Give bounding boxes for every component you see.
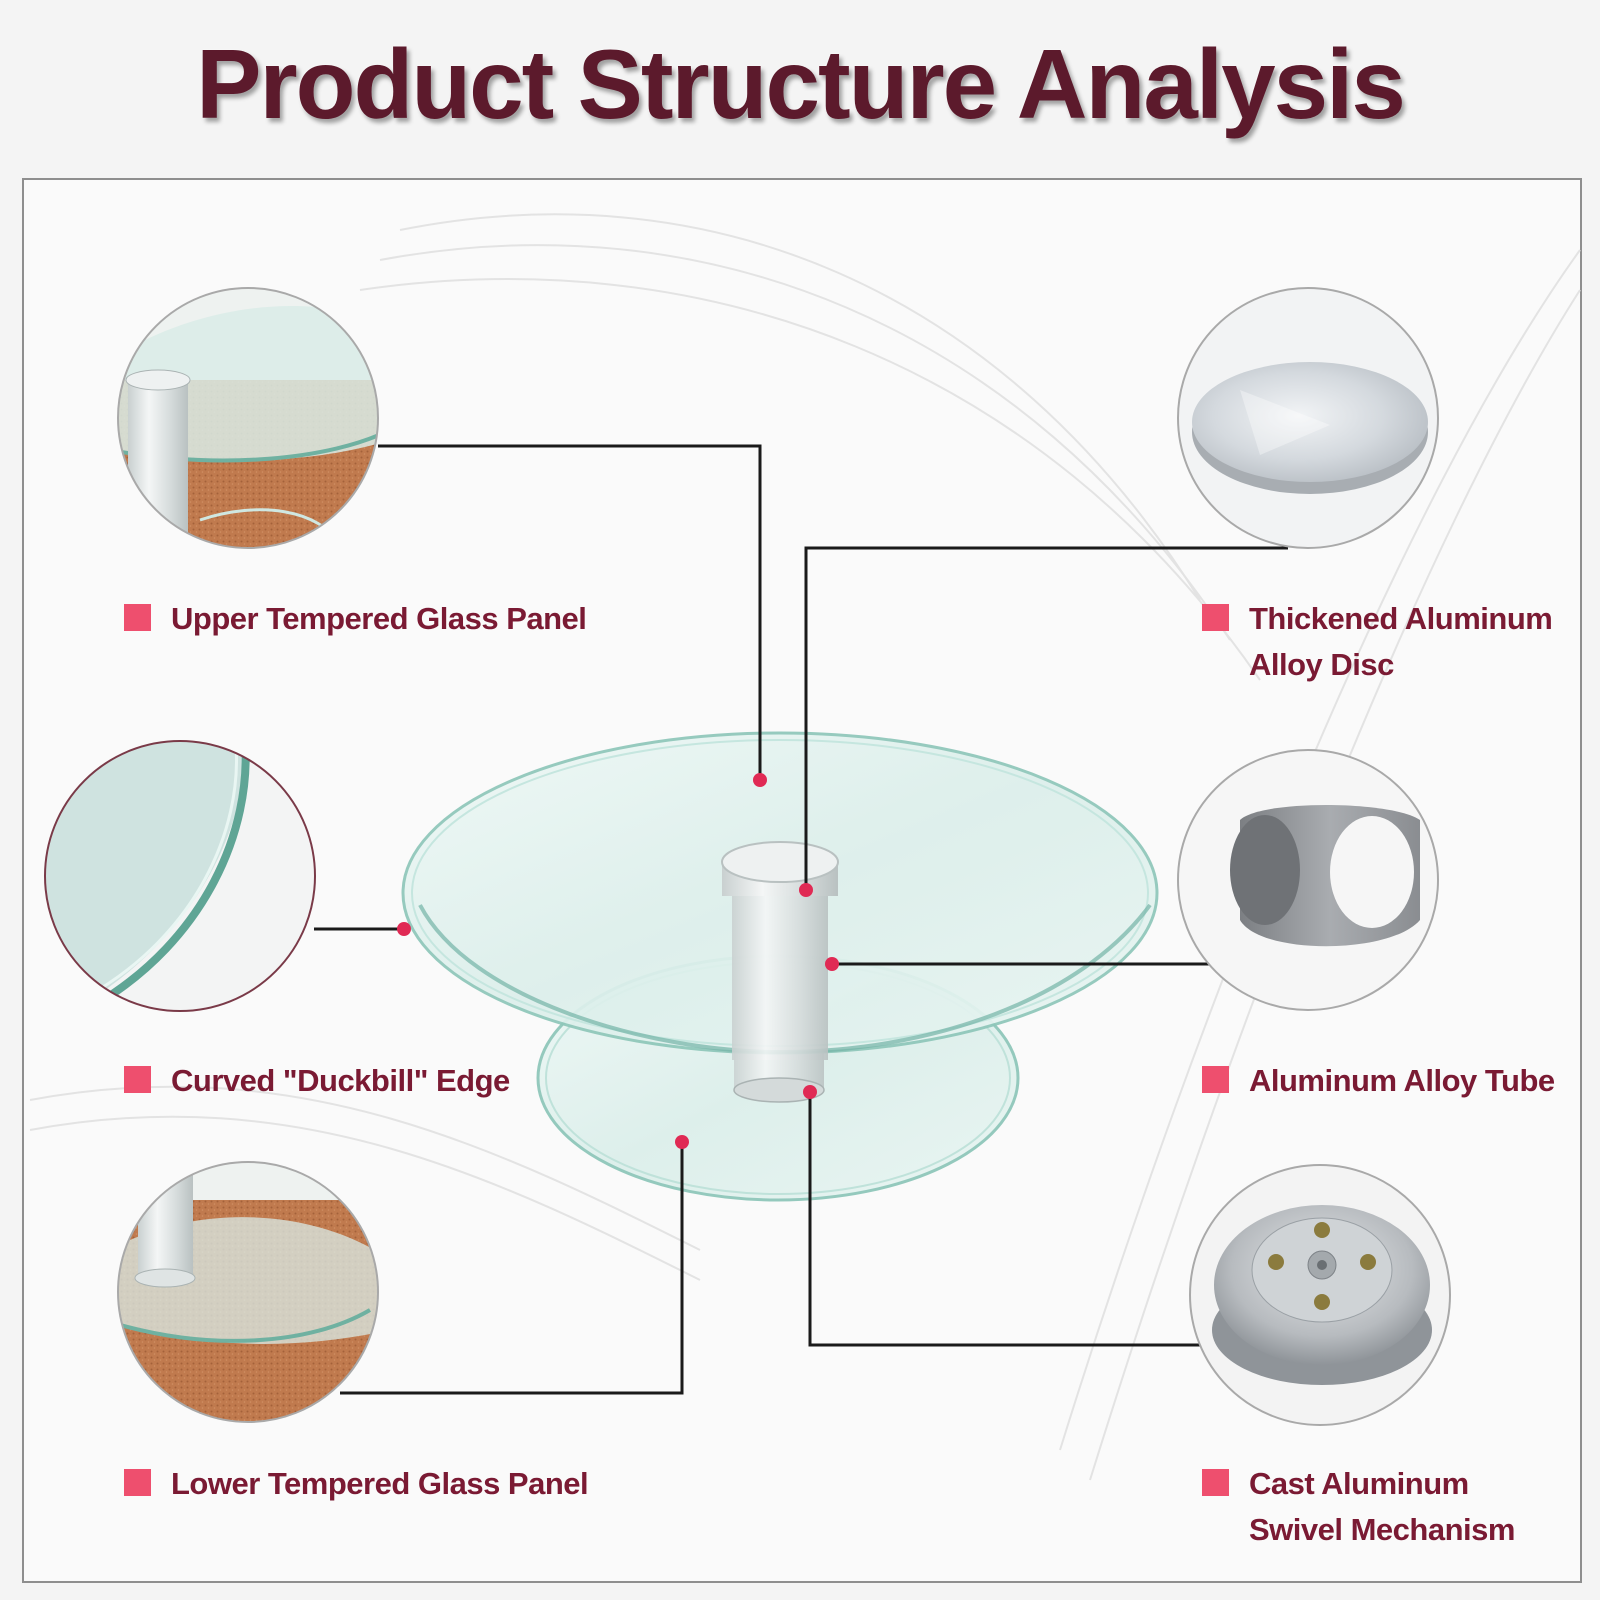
dot-aluminum-disc — [799, 883, 813, 897]
dot-lower-glass — [675, 1135, 689, 1149]
connector-aluminum-disc — [804, 546, 1288, 890]
label-aluminum-disc: Thickened Aluminum Alloy Disc — [1202, 596, 1553, 688]
product-illustration — [401, 731, 1159, 1202]
dot-duckbill-edge — [397, 922, 411, 936]
connector-dots — [397, 773, 839, 1149]
label-marker — [1202, 604, 1229, 631]
label-text: Upper Tempered Glass Panel — [171, 601, 587, 636]
detail-aluminum-tube-image — [1177, 749, 1439, 1011]
detail-duckbill-edge-image — [44, 740, 316, 1012]
aluminum-tube-part — [732, 882, 828, 1060]
page-title: Product Structure Analysis — [196, 29, 1406, 139]
label-marker — [124, 1066, 151, 1093]
label-text: Cast Aluminum Swivel Mechanism — [1249, 1466, 1515, 1547]
connector-lines — [314, 444, 1288, 1395]
connector-upper-glass — [378, 444, 762, 778]
label-aluminum-tube: Aluminum Alloy Tube — [1202, 1058, 1555, 1104]
label-text: Curved "Duckbill" Edge — [171, 1063, 510, 1098]
label-marker — [124, 1469, 151, 1496]
label-duckbill-edge: Curved "Duckbill" Edge — [124, 1058, 510, 1104]
dot-swivel — [803, 1085, 817, 1099]
label-marker — [1202, 1066, 1229, 1093]
label-swivel-mechanism: Cast Aluminum Swivel Mechanism — [1202, 1461, 1515, 1553]
detail-swivel-mechanism-image — [1189, 1164, 1451, 1426]
aluminum-disc-part — [721, 841, 839, 883]
dot-aluminum-tube — [825, 957, 839, 971]
label-text: Thickened Aluminum Alloy Disc — [1249, 601, 1553, 682]
label-upper-glass-panel: Upper Tempered Glass Panel — [124, 596, 587, 642]
label-marker — [1202, 1469, 1229, 1496]
detail-lower-glass-image — [117, 1161, 379, 1423]
connector-lower-glass — [340, 1144, 684, 1395]
label-marker — [124, 604, 151, 631]
detail-upper-glass-image — [117, 287, 379, 549]
connector-swivel — [808, 1094, 1210, 1347]
dot-upper-glass — [753, 773, 767, 787]
label-text: Aluminum Alloy Tube — [1249, 1063, 1555, 1098]
detail-aluminum-disc-image — [1177, 287, 1439, 549]
label-lower-glass-panel: Lower Tempered Glass Panel — [124, 1461, 589, 1507]
label-text: Lower Tempered Glass Panel — [171, 1466, 589, 1501]
